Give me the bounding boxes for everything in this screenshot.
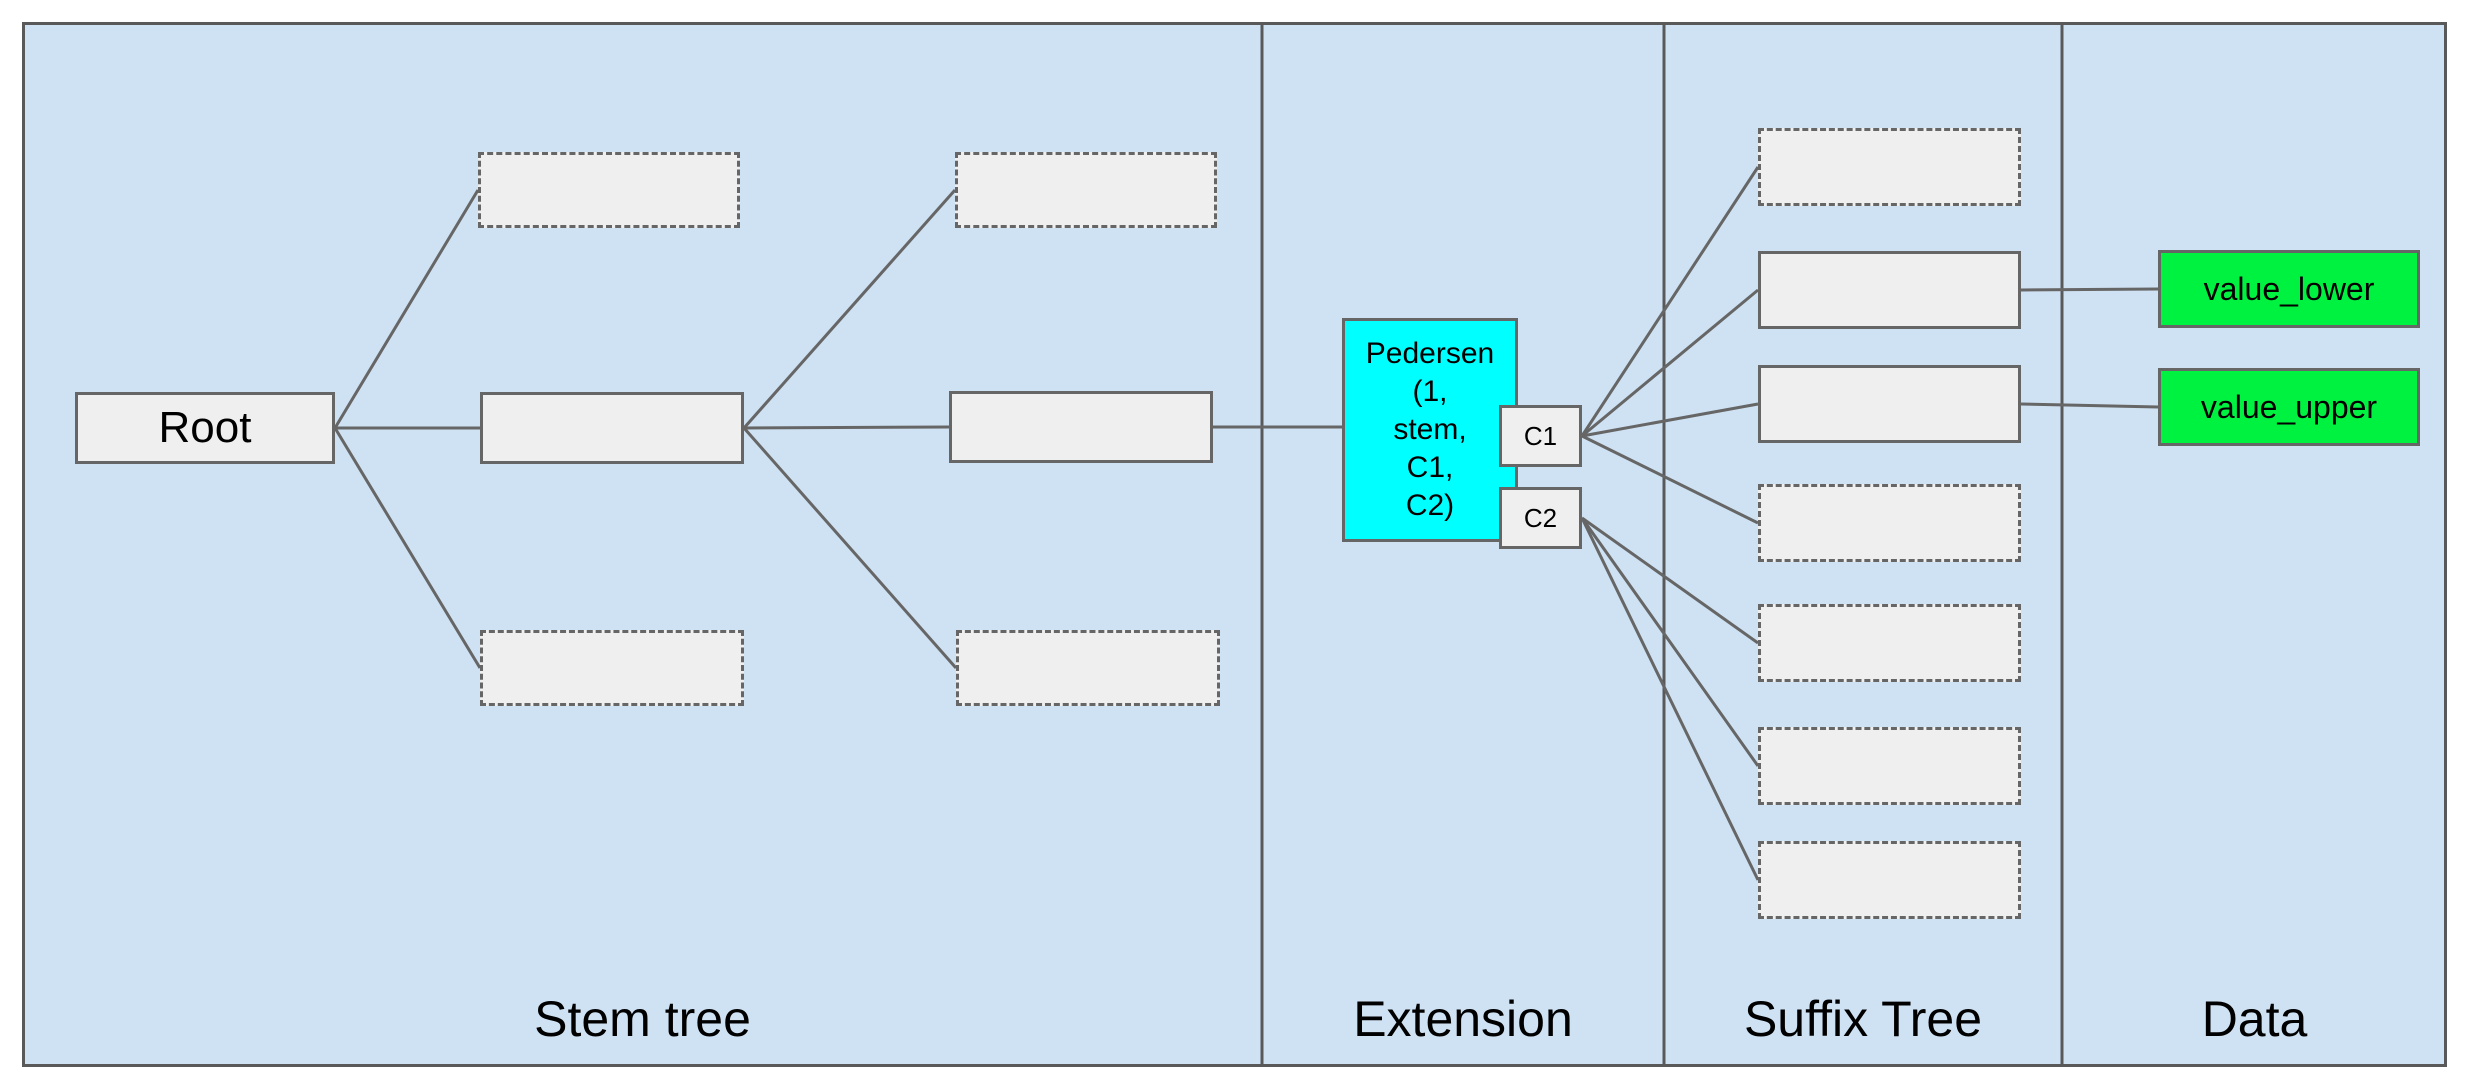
value-upper-label: value_upper (2200, 388, 2378, 425)
suffix-node-1 (1758, 128, 2021, 206)
stem-placeholder-bottom-right (956, 630, 1220, 706)
connector-c1-to-suffix-row-4 (1581, 434, 1759, 525)
connector-c2-to-suffix-row-5 (1581, 516, 1759, 645)
section-label-suffix-tree: Suffix Tree (1743, 991, 1983, 1047)
pedersen-commitment-node: Pedersen (1, stem, C1, C2) (1342, 318, 1518, 542)
connector-stem1-to-stem-node-2 (743, 425, 950, 430)
root-node-label: Root (158, 403, 252, 452)
c2-node: C2 (1499, 487, 1582, 549)
connector-c2-to-suffix-row-6 (1580, 517, 1760, 767)
stem-node-2 (949, 391, 1213, 463)
connector-root-to-placeholder-top-left (333, 189, 480, 429)
suffix-node-5 (1758, 604, 2021, 682)
connector-row2-to-value-lower (2020, 287, 2159, 292)
section-label-stem-tree: Stem tree (534, 991, 751, 1047)
value-upper-node: value_upper (2158, 368, 2420, 446)
c2-node-label: C2 (1523, 502, 1558, 533)
diagram-canvas (22, 22, 2447, 1067)
connector-c1-to-suffix-row-1 (1580, 166, 1760, 437)
suffix-node-4 (1758, 484, 2021, 562)
suffix-node-2 (1758, 251, 2021, 329)
section-label-extension: Extension (1353, 991, 1573, 1047)
connector-c1-to-suffix-row-3 (1581, 402, 1759, 438)
connector-c2-to-suffix-row-7 (1580, 517, 1760, 881)
suffix-node-3 (1758, 365, 2021, 443)
value-lower-label: value_lower (2203, 270, 2375, 307)
suffix-node-7 (1758, 841, 2021, 919)
c1-node: C1 (1499, 405, 1582, 467)
connector-stem1-to-placeholder-top-right (742, 189, 957, 429)
root-node: Root (75, 392, 335, 464)
stem-placeholder-top-right (955, 152, 1217, 228)
connector-stem1-to-placeholder-bottom-right (742, 427, 958, 669)
connector-c1-to-suffix-row-2 (1581, 288, 1759, 438)
section-label-data: Data (2201, 991, 2308, 1047)
stem-placeholder-bottom-left (480, 630, 744, 706)
connector-row3-to-value-upper (2020, 402, 2159, 409)
stem-placeholder-top-left (478, 152, 740, 228)
value-lower-node: value_lower (2158, 250, 2420, 328)
c1-node-label: C1 (1523, 420, 1558, 451)
stem-node-1 (480, 392, 744, 464)
pedersen-commitment-label: Pedersen (1, stem, C1, C2) (1365, 337, 1495, 522)
connector-root-to-placeholder-bottom-left (333, 427, 482, 669)
suffix-node-6 (1758, 727, 2021, 805)
